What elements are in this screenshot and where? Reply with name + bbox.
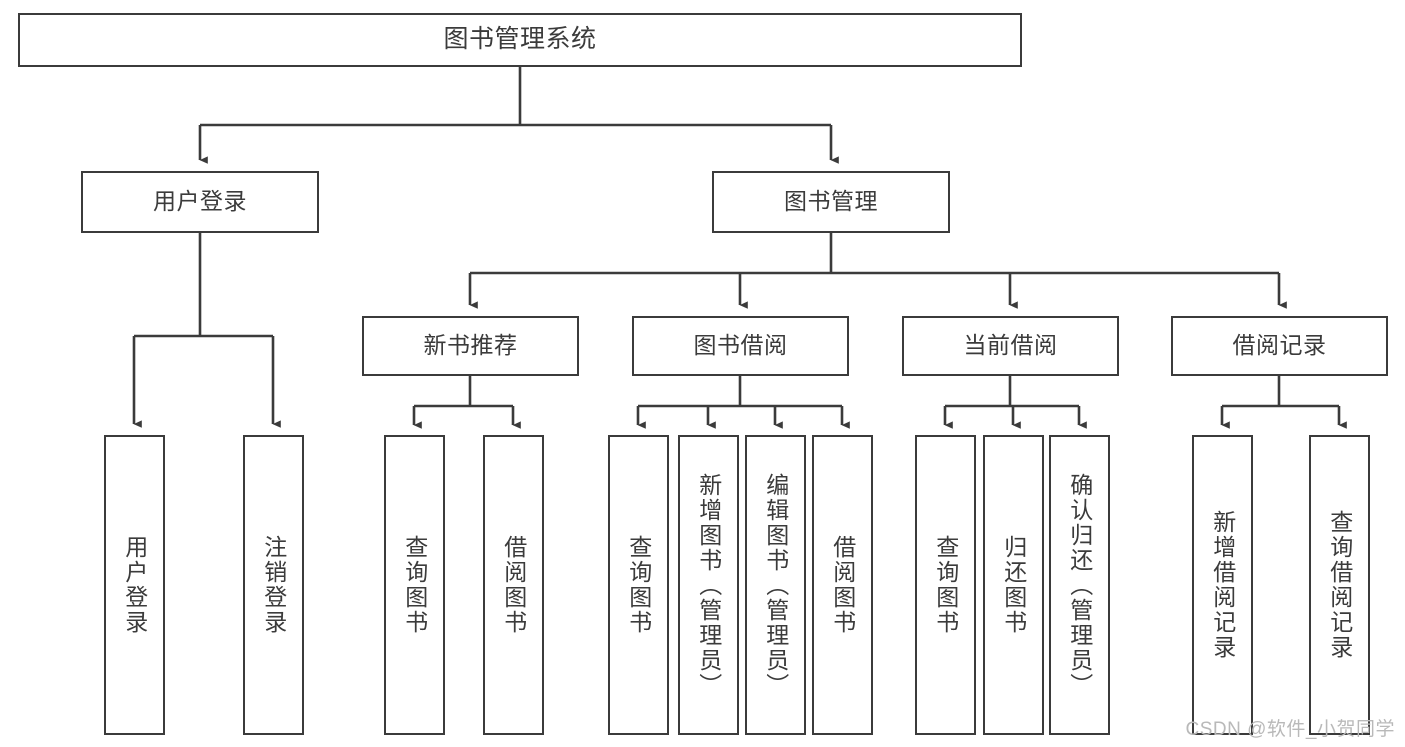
node-current-borrow[interactable]: 当前借阅 (902, 316, 1119, 376)
node-user-login[interactable]: 用户登录 (81, 171, 319, 233)
node-root-system[interactable]: 图书管理系统 (18, 13, 1022, 67)
leaf-current-return-book[interactable]: 归还图书 (983, 435, 1044, 735)
node-label: 确认归还（管理员） (1066, 472, 1093, 698)
node-borrow-record[interactable]: 借阅记录 (1171, 316, 1388, 376)
leaf-borrow-add-book-admin[interactable]: 新增图书（管理员） (678, 435, 739, 735)
node-label: 查询图书 (625, 535, 652, 635)
leaf-current-confirm-return-admin[interactable]: 确认归还（管理员） (1049, 435, 1110, 735)
leaf-record-add-record[interactable]: 新增借阅记录 (1192, 435, 1253, 735)
leaf-record-query-record[interactable]: 查询借阅记录 (1309, 435, 1370, 735)
node-label: 查询图书 (932, 535, 959, 635)
node-label: 新增图书（管理员） (695, 472, 722, 698)
node-label: 图书管理 (784, 188, 878, 215)
node-book-borrow[interactable]: 图书借阅 (632, 316, 849, 376)
leaf-borrow-query-book[interactable]: 查询图书 (608, 435, 669, 735)
node-label: 注销登录 (260, 535, 287, 635)
leaf-borrow-edit-book-admin[interactable]: 编辑图书（管理员） (745, 435, 806, 735)
leaf-user-logout[interactable]: 注销登录 (243, 435, 304, 735)
node-label: 图书管理系统 (443, 25, 597, 54)
leaf-newbook-query-book[interactable]: 查询图书 (384, 435, 445, 735)
node-label: 用户登录 (121, 535, 148, 635)
node-label: 图书借阅 (693, 332, 788, 359)
leaf-borrow-borrow-book[interactable]: 借阅图书 (812, 435, 873, 735)
node-label: 当前借阅 (963, 332, 1058, 359)
node-label: 查询图书 (401, 535, 428, 635)
leaf-newbook-borrow-book[interactable]: 借阅图书 (483, 435, 544, 735)
leaf-user-login[interactable]: 用户登录 (104, 435, 165, 735)
node-label: 用户登录 (153, 188, 247, 215)
node-new-book-recommend[interactable]: 新书推荐 (362, 316, 579, 376)
leaf-current-query-book[interactable]: 查询图书 (915, 435, 976, 735)
node-label: 编辑图书（管理员） (762, 472, 789, 698)
node-label: 借阅图书 (829, 535, 856, 635)
node-label: 新书推荐 (423, 332, 518, 359)
csdn-watermark: CSDN @软件_小贺同学 (1185, 719, 1395, 740)
node-label: 查询借阅记录 (1326, 510, 1353, 660)
node-label: 归还图书 (1000, 535, 1027, 635)
node-book-management[interactable]: 图书管理 (712, 171, 950, 233)
node-label: 借阅图书 (500, 535, 527, 635)
node-label: 借阅记录 (1232, 332, 1327, 359)
node-label: 新增借阅记录 (1209, 510, 1236, 660)
